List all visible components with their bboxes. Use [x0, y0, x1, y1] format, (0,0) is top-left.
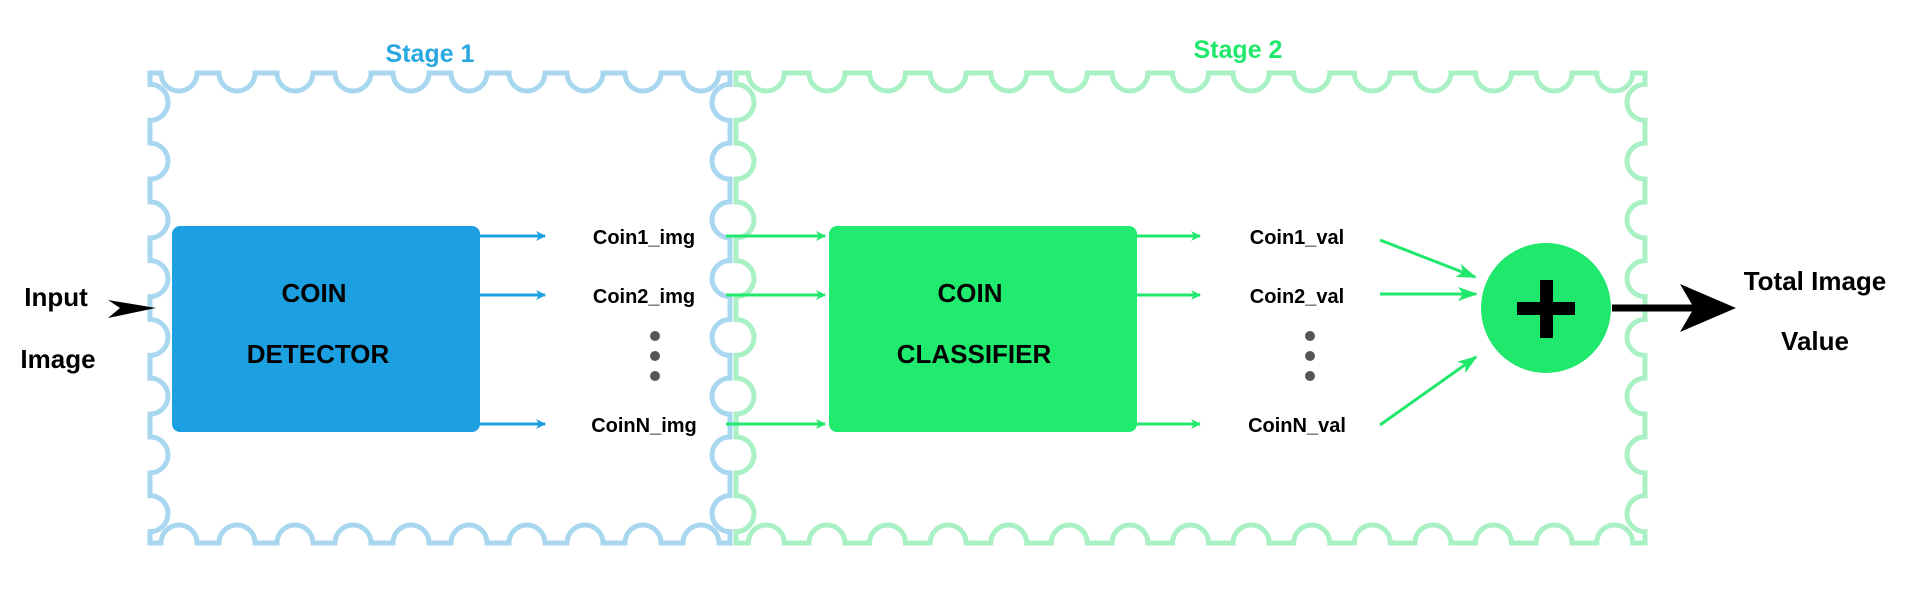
plus-icon [1517, 280, 1575, 338]
stage-1-title: Stage 1 [386, 40, 475, 68]
coin-classifier-label-line1: COIN [938, 278, 1003, 308]
stamp-border [147, 70, 733, 546]
stage-2-title: Stage 2 [1194, 36, 1283, 64]
coin-image-label-n: CoinN_img [591, 415, 697, 437]
stage-2-frame [733, 70, 1648, 546]
sum-input-arrow-1 [1379, 238, 1477, 279]
coin-image-label-1: Coin1_img [593, 227, 695, 249]
input-arrow [108, 300, 156, 318]
coin-classifier-label-line2: CLASSIFIER [897, 339, 1052, 369]
ellipsis-dots-values [1305, 331, 1315, 381]
ellipsis-dots-images [650, 331, 660, 381]
coin-value-label-n: CoinN_val [1248, 415, 1346, 437]
coin-detector-box [172, 226, 480, 432]
stamp-border [733, 70, 1648, 546]
output-arrow-head [1680, 284, 1736, 332]
coin-value-label-2: Coin2_val [1250, 286, 1344, 308]
coin-value-label-1: Coin1_val [1250, 227, 1344, 249]
sum-input-arrow-n [1379, 355, 1478, 427]
output-label-line1: Total Image [1744, 266, 1887, 296]
coin-detector-label-line1: COIN [282, 278, 347, 308]
coin-detector-label-line2: DETECTOR [247, 339, 390, 369]
input-label-line1: Input [24, 282, 88, 312]
output-label-line2: Value [1781, 326, 1849, 356]
coin-image-label-2: Coin2_img [593, 286, 695, 308]
coin-classifier-box [829, 226, 1137, 432]
input-label-line2: Image [20, 344, 95, 374]
stage-1-frame [147, 70, 733, 546]
